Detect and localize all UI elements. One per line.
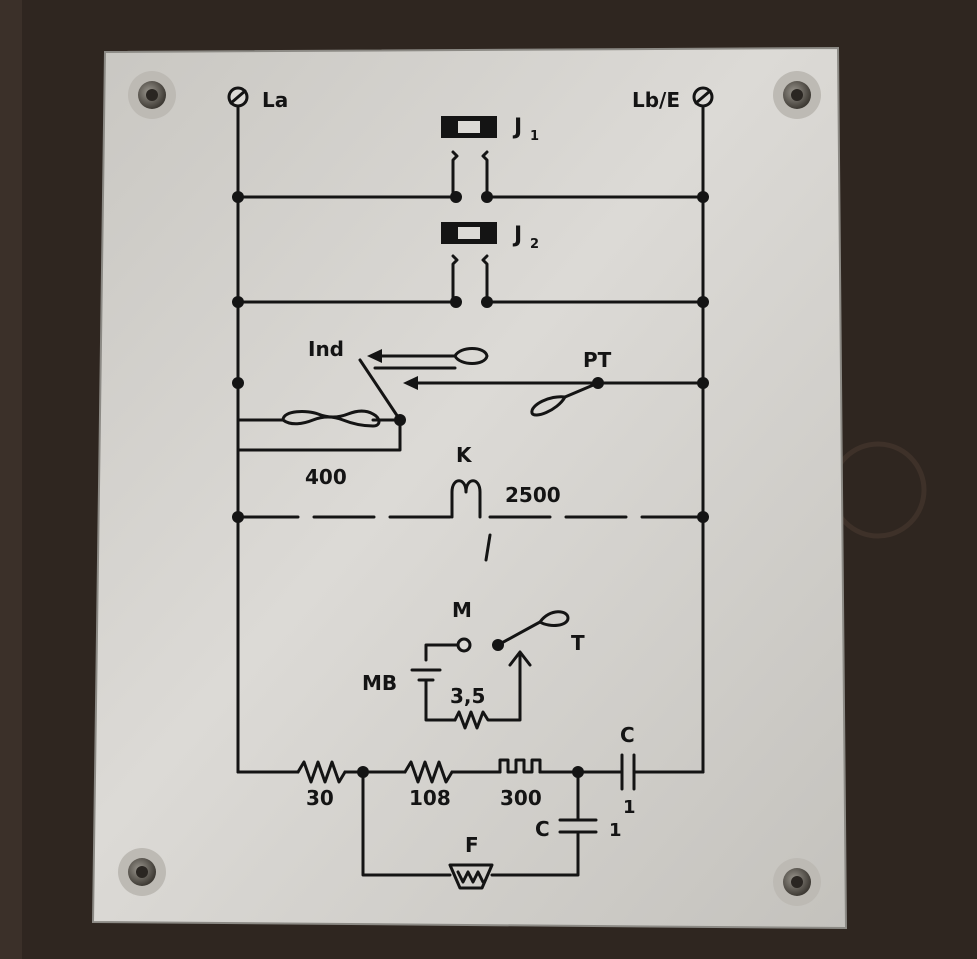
ind-return-wire xyxy=(236,418,402,452)
jack-j1-icon xyxy=(441,116,497,138)
resistor-3-5-label: 3,5 xyxy=(450,684,485,708)
m-label: M xyxy=(452,598,472,622)
f-branch-right xyxy=(490,832,580,877)
t-arrowhead xyxy=(508,650,532,667)
j2-spring-right xyxy=(481,254,489,304)
jack-j2-icon xyxy=(441,222,497,244)
junction-dot xyxy=(481,296,493,308)
resistor-108 xyxy=(403,760,454,784)
mb-label: MB xyxy=(362,671,397,695)
ind-arrowhead-left xyxy=(367,349,382,363)
f-element-zigzag xyxy=(456,870,485,884)
junction-dot xyxy=(394,414,406,426)
metal-plate xyxy=(91,46,848,930)
k-value-label: 2500 xyxy=(505,483,561,507)
screw-top-left xyxy=(128,71,176,119)
mb-wire-top xyxy=(424,643,460,662)
j1-spring-left xyxy=(451,150,459,199)
screw-top-right xyxy=(773,71,821,119)
junction-dot xyxy=(232,191,244,203)
junction-dot xyxy=(450,296,462,308)
capacitor-c-bottom-label: C xyxy=(535,817,550,841)
capacitor-c-top-label: C xyxy=(620,723,635,747)
pt-arrowhead-left xyxy=(403,376,418,390)
junction-dot xyxy=(492,639,504,651)
resistor-30 xyxy=(296,760,347,784)
pt-pedal xyxy=(530,395,567,417)
capacitor-c-bottom-subscript: 1 xyxy=(609,820,622,841)
junction-dot xyxy=(697,296,709,308)
f-branch-left xyxy=(361,770,452,877)
terminal-lb-e xyxy=(692,86,714,108)
junction-dot xyxy=(697,511,709,523)
t-label: T xyxy=(571,631,585,655)
junction-dot xyxy=(450,191,462,203)
junction-dot xyxy=(572,766,584,778)
jack-j1-subscript: 1 xyxy=(530,129,539,144)
junction-dot xyxy=(481,191,493,203)
terminal-lb-e-label: Lb/E xyxy=(632,88,680,112)
m-contact xyxy=(456,637,472,653)
t-knob xyxy=(538,610,570,627)
pt-label: PT xyxy=(583,348,612,372)
resistor-300-label: 300 xyxy=(500,786,542,810)
f-element-body xyxy=(448,863,494,890)
capacitor-c-top-subscript: 1 xyxy=(623,797,636,818)
t-switch-blade xyxy=(496,620,542,647)
k-mark xyxy=(484,533,492,562)
mb-wire-bottom xyxy=(424,678,457,722)
junction-dot xyxy=(232,377,244,389)
junction-dot xyxy=(592,377,604,389)
resistor-30-label: 30 xyxy=(306,786,334,810)
resistor-300 xyxy=(498,758,542,774)
k-element xyxy=(450,479,482,519)
terminal-la-label: La xyxy=(262,88,288,112)
resistor-3-5 xyxy=(453,653,522,730)
junction-dot xyxy=(357,766,369,778)
jack-j2-label: J xyxy=(512,223,522,248)
capacitor-c-bottom xyxy=(558,818,598,834)
ind-label: Ind xyxy=(308,337,344,361)
screw-bottom-right xyxy=(773,858,821,906)
terminal-la xyxy=(227,86,249,108)
f-label: F xyxy=(465,833,479,857)
resistor-108-label: 108 xyxy=(409,786,451,810)
wood-edge-left xyxy=(0,0,22,959)
k-label: K xyxy=(456,443,473,467)
jack-j1-label: J xyxy=(512,115,522,140)
junction-dot xyxy=(697,377,709,389)
jack-j2-subscript: 2 xyxy=(530,237,539,252)
junction-dot xyxy=(697,191,709,203)
junction-dot xyxy=(232,296,244,308)
ind-knob xyxy=(453,347,489,365)
screw-bottom-left xyxy=(118,848,166,896)
coil-value-label: 400 xyxy=(305,465,347,489)
j1-spring-right xyxy=(481,150,489,199)
ind-switch-blade xyxy=(358,358,402,422)
junction-dot xyxy=(232,511,244,523)
j2-spring-left xyxy=(451,254,459,304)
